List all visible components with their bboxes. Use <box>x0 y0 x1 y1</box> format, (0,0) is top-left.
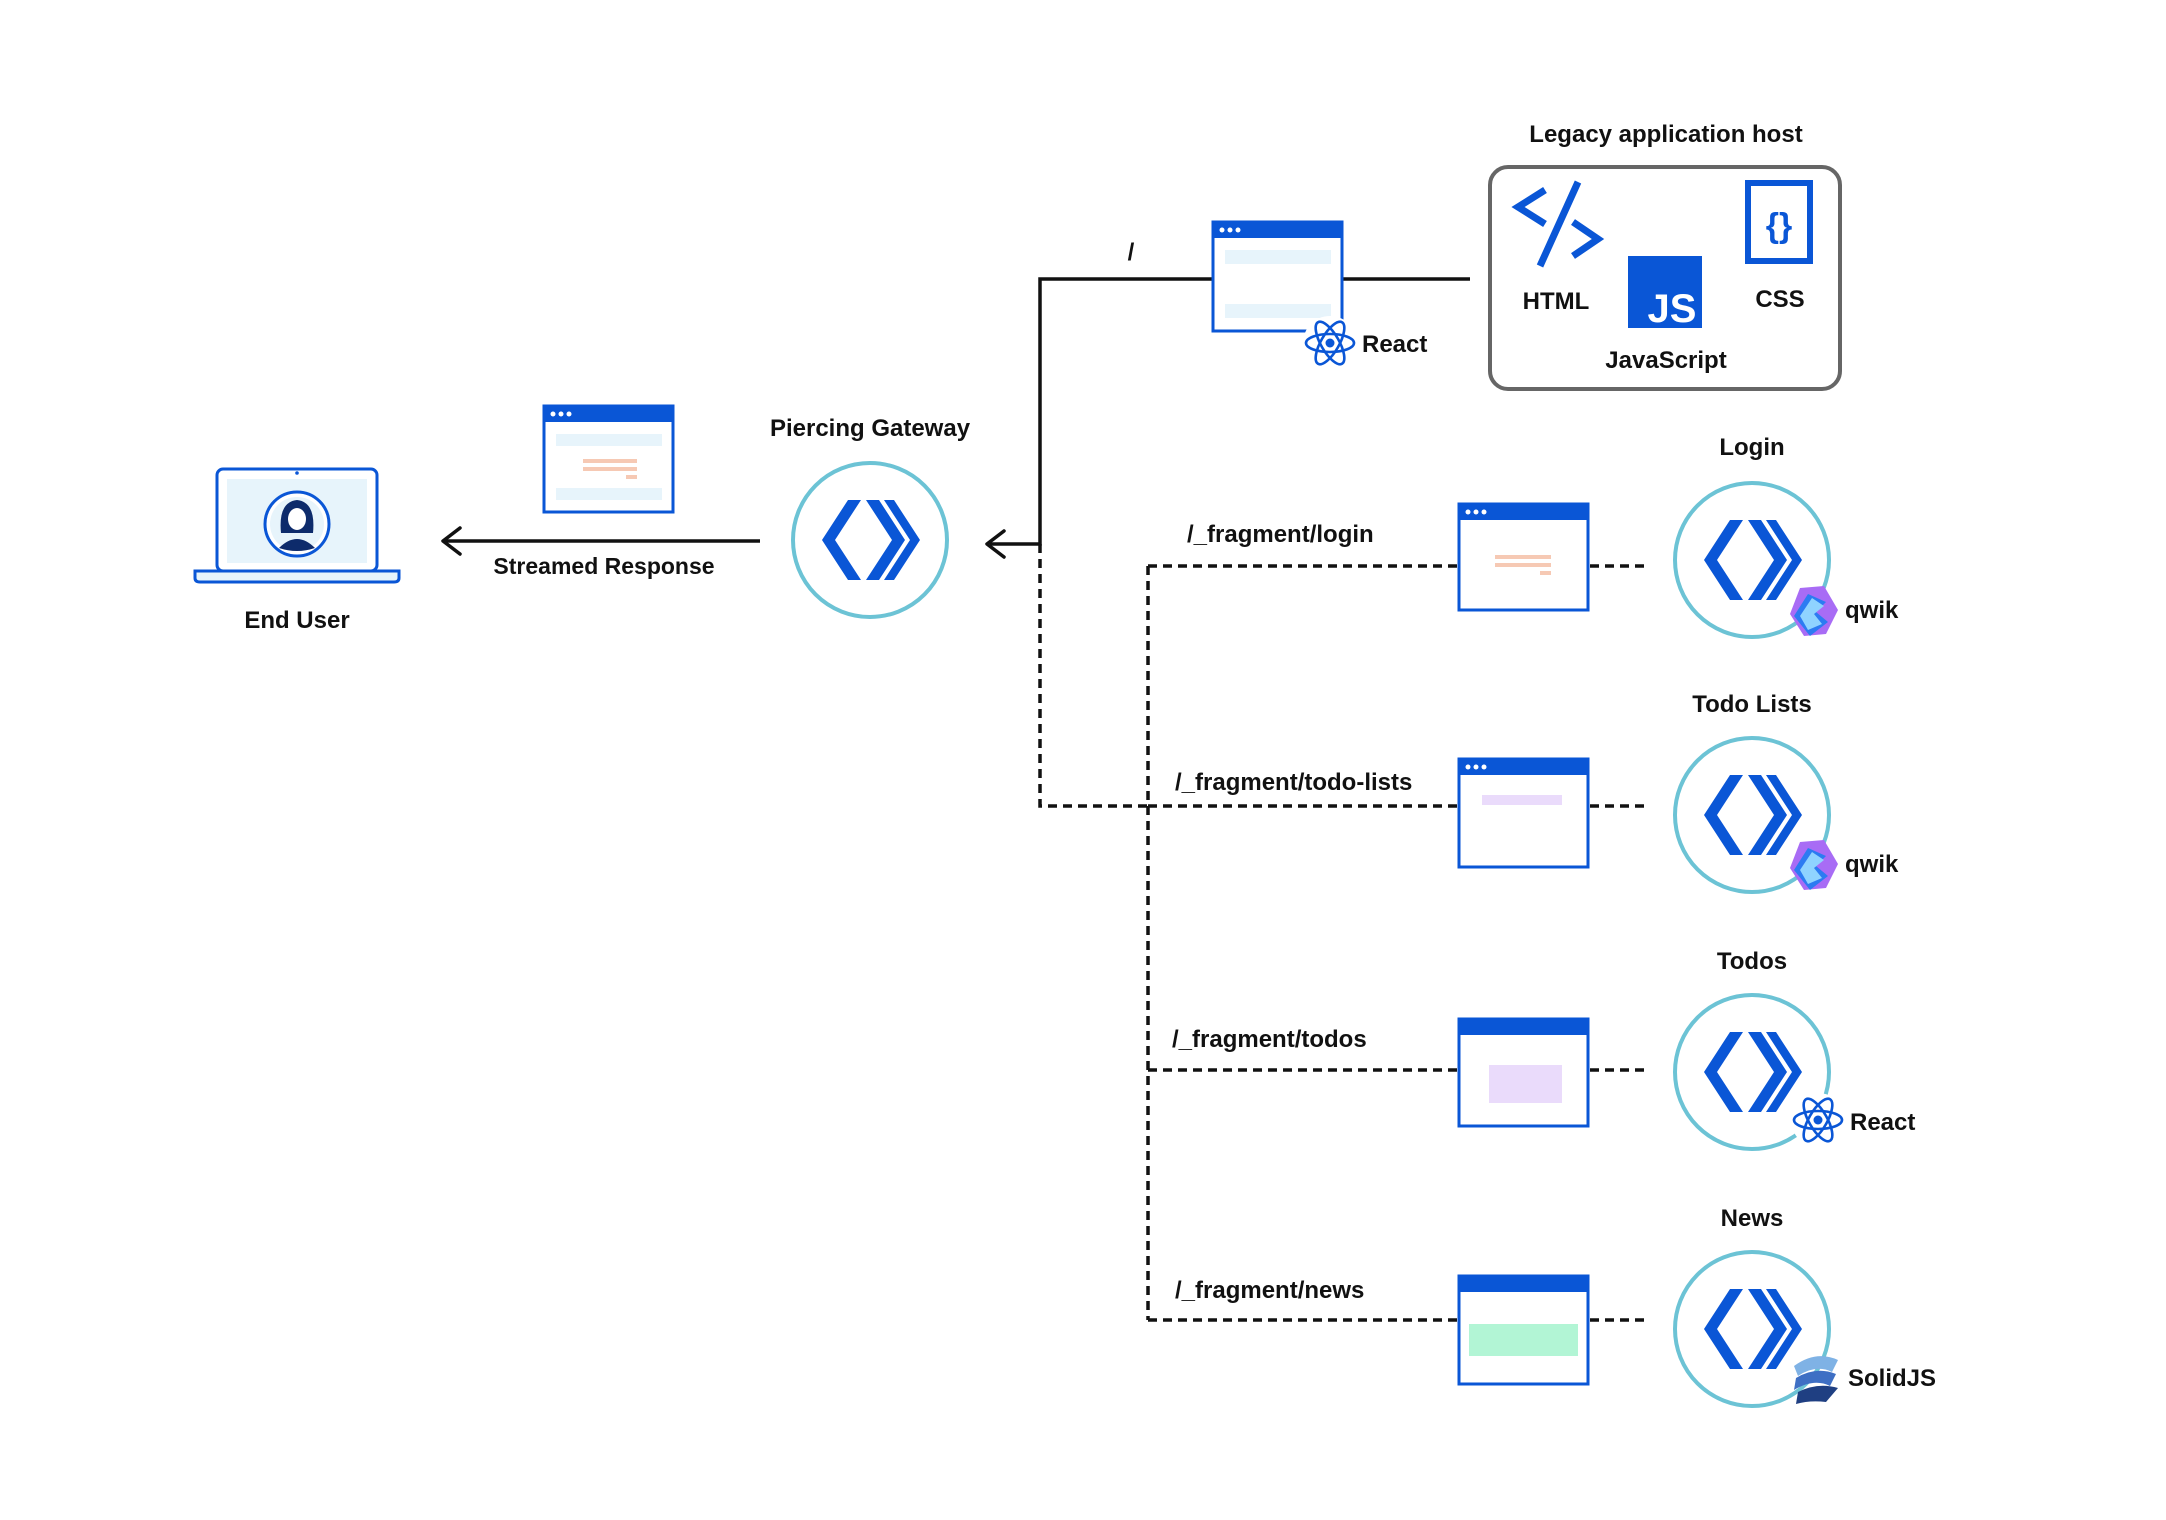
streamed-response-label: Streamed Response <box>493 553 714 579</box>
js-badge-text: JS <box>1648 287 1697 331</box>
css-braces-icon: {} <box>1745 180 1813 264</box>
fragment-news: News /_fragment/news SolidJS <box>1175 1205 1936 1408</box>
connector-lines <box>441 277 1650 1322</box>
fragment-framework: qwik <box>1845 851 1899 878</box>
css-label: CSS <box>1755 286 1804 313</box>
legacy-page-icon <box>1211 220 1344 333</box>
fragment-trunk-line <box>1038 544 1148 808</box>
fragment-title: Todos <box>1717 948 1787 975</box>
end-user-label: End User <box>244 607 349 634</box>
fragment-framework: React <box>1850 1109 1915 1136</box>
legacy-host-title: Legacy application host <box>1529 121 1802 148</box>
cloudflare-workers-icon <box>1673 736 1831 894</box>
html-label: HTML <box>1523 288 1590 315</box>
gateway-arrowhead <box>985 529 1006 559</box>
fragment-todo-lists: Todo Lists /_fragment/todo-lists qwik <box>1175 691 1899 894</box>
response-page-icon <box>542 404 675 514</box>
laptop-user-icon <box>193 467 401 584</box>
end-user: End User <box>193 467 401 634</box>
solidjs-icon <box>1794 1356 1838 1404</box>
fragment-todos: Todos /_fragment/todos React <box>1172 948 1915 1151</box>
cloudflare-workers-icon <box>1673 481 1831 639</box>
response-arrowhead <box>441 526 462 556</box>
streamed-response: Streamed Response <box>493 404 715 579</box>
fragment-title: Todo Lists <box>1692 691 1812 718</box>
cloudflare-workers-icon <box>1673 993 1831 1151</box>
cloudflare-workers-icon <box>791 461 949 619</box>
fragment-route: /_fragment/login <box>1187 521 1374 548</box>
react-icon <box>1303 316 1357 370</box>
legacy-route-label: / <box>1128 239 1135 266</box>
fragment-login: Login /_fragment/login qwik <box>1187 434 1899 639</box>
legacy-host: Legacy application host HTML JS JavaScri… <box>1488 121 1842 391</box>
fragment-title: Login <box>1719 434 1784 461</box>
javascript-label: JavaScript <box>1605 347 1726 374</box>
login-page-icon <box>1457 502 1590 612</box>
todos-page-icon <box>1457 1017 1590 1128</box>
piercing-gateway: Piercing Gateway <box>770 415 971 619</box>
legacy-route: / React <box>1128 220 1427 370</box>
html-code-icon <box>1511 180 1605 268</box>
fragment-route: /_fragment/news <box>1175 1277 1364 1304</box>
react-icon <box>1791 1093 1845 1147</box>
javascript-icon: JS <box>1628 256 1702 331</box>
fragment-route: /_fragment/todos <box>1172 1026 1367 1053</box>
fragment-framework: SolidJS <box>1848 1365 1936 1392</box>
news-page-icon <box>1457 1274 1590 1386</box>
css-glyph: {} <box>1766 207 1792 245</box>
legacy-framework-label: React <box>1362 331 1427 358</box>
gateway-label: Piercing Gateway <box>770 415 971 442</box>
fragment-framework: qwik <box>1845 597 1899 624</box>
cloudflare-workers-icon <box>1673 1250 1831 1408</box>
todo-lists-page-icon <box>1457 757 1590 869</box>
fragment-route: /_fragment/todo-lists <box>1175 769 1412 796</box>
fragment-title: News <box>1721 1205 1784 1232</box>
